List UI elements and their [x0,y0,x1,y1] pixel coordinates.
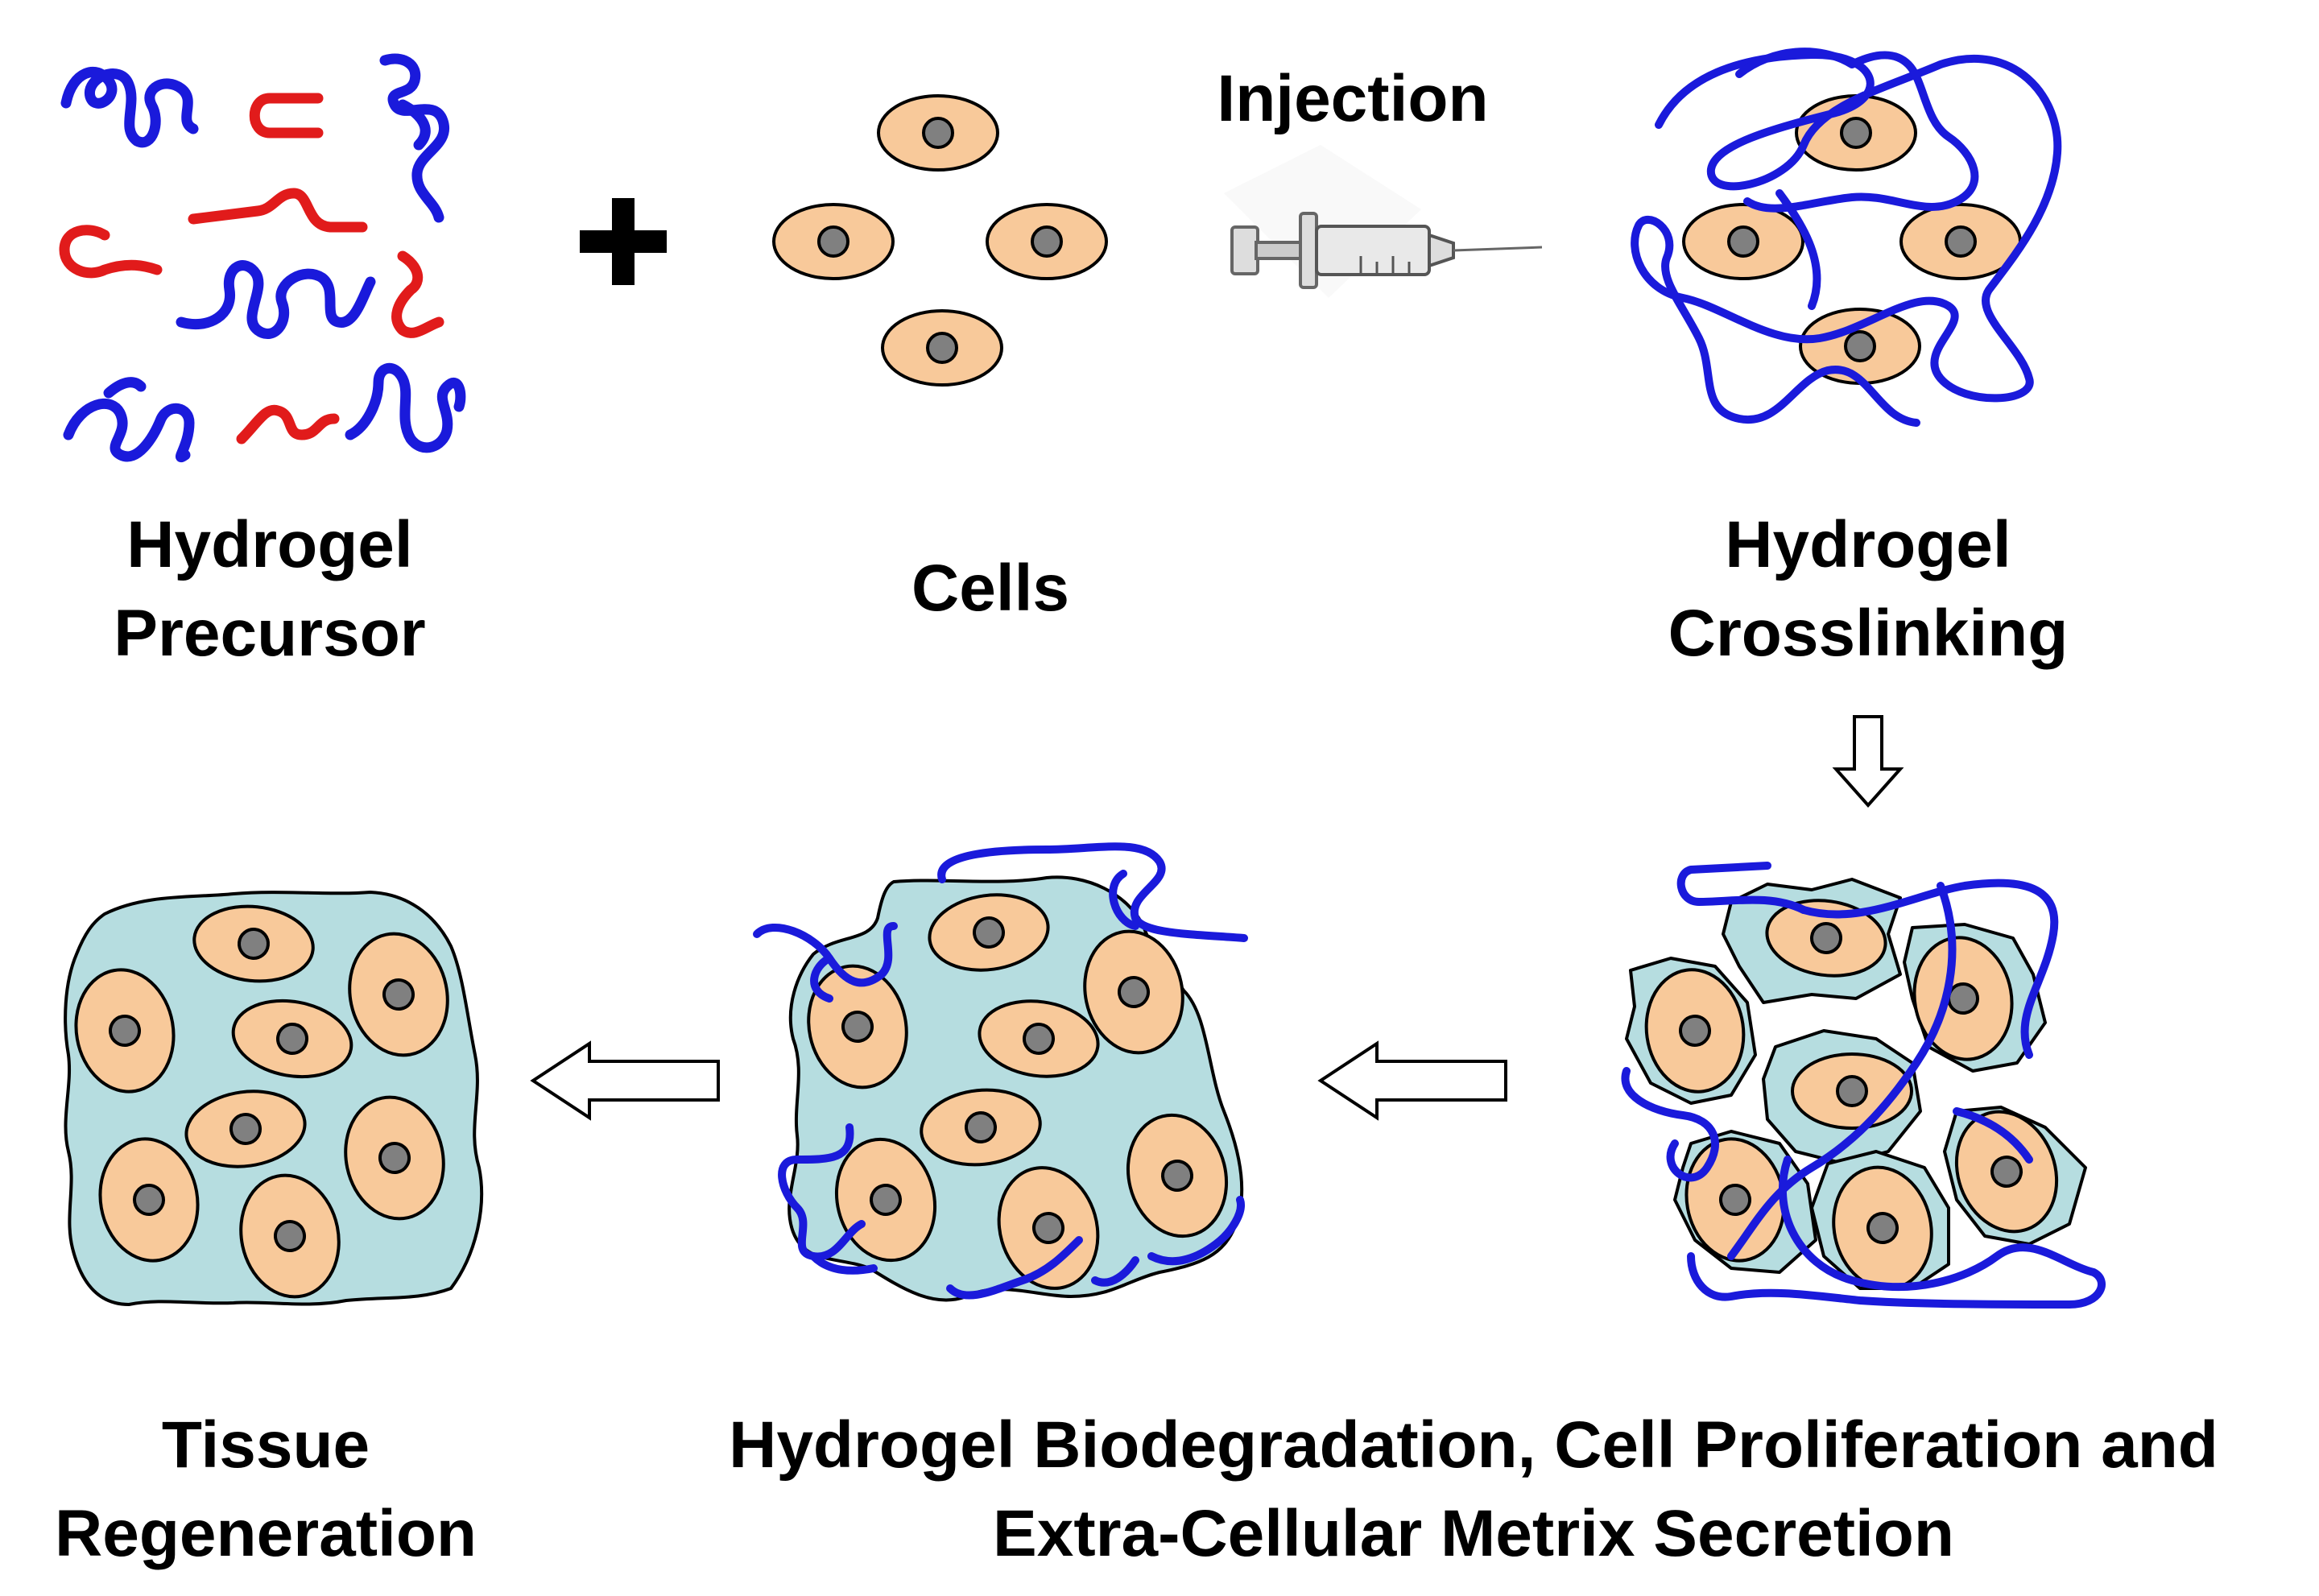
label-line: Hydrogel Biodegradation, Cell Proliferat… [729,1408,2218,1482]
label-hydrogel-biodegradation: Hydrogel Biodegradation, Cell Proliferat… [644,1401,2303,1578]
blue-chain [397,99,431,151]
blue-chain [176,260,376,339]
label-line: Extra-Cellular Metrix Secretion [993,1497,1954,1570]
label-line: Hydrogel [126,508,413,581]
label-cells: Cells [789,544,1192,633]
red-chain [236,404,340,444]
label-line: Injection [1217,62,1489,135]
label-line: Tissue [161,1408,370,1482]
cells-group [772,94,1108,387]
arrow-left-icon [530,1040,720,1121]
blue-chain [345,363,466,453]
label-tissue-regeneration: Tissue Regeneration [16,1401,515,1578]
label-hydrogel-crosslinking: Hydrogel Crosslinking [1578,501,2158,678]
label-hydrogel-precursor: Hydrogel Precursor [48,501,491,678]
crosslinked-hydrogel [1631,48,2062,427]
biodegrading-hydrogel [753,842,1248,1302]
red-chain [249,93,324,139]
label-injection: Injection [1151,55,1554,143]
blue-chain [379,53,450,223]
red-chain [188,188,368,233]
arrow-left-icon [1317,1040,1507,1121]
blue-chain [63,398,195,462]
label-line: Crosslinking [1668,597,2069,670]
hydrogel-precursor-chains [59,53,466,462]
syringe-icon [1224,145,1543,298]
plus-icon [580,198,667,285]
label-line: Cells [911,552,1069,625]
proliferating-cells [1621,862,2106,1309]
label-line: Regeneration [55,1497,477,1570]
arrow-down-icon [1832,715,1904,808]
regenerated-tissue [64,890,484,1308]
blue-chain [60,67,199,148]
label-line: Hydrogel [1725,508,2011,581]
red-chain [391,250,444,338]
blue-chain [103,377,147,399]
red-chain [59,225,163,279]
label-line: Precursor [114,597,426,670]
